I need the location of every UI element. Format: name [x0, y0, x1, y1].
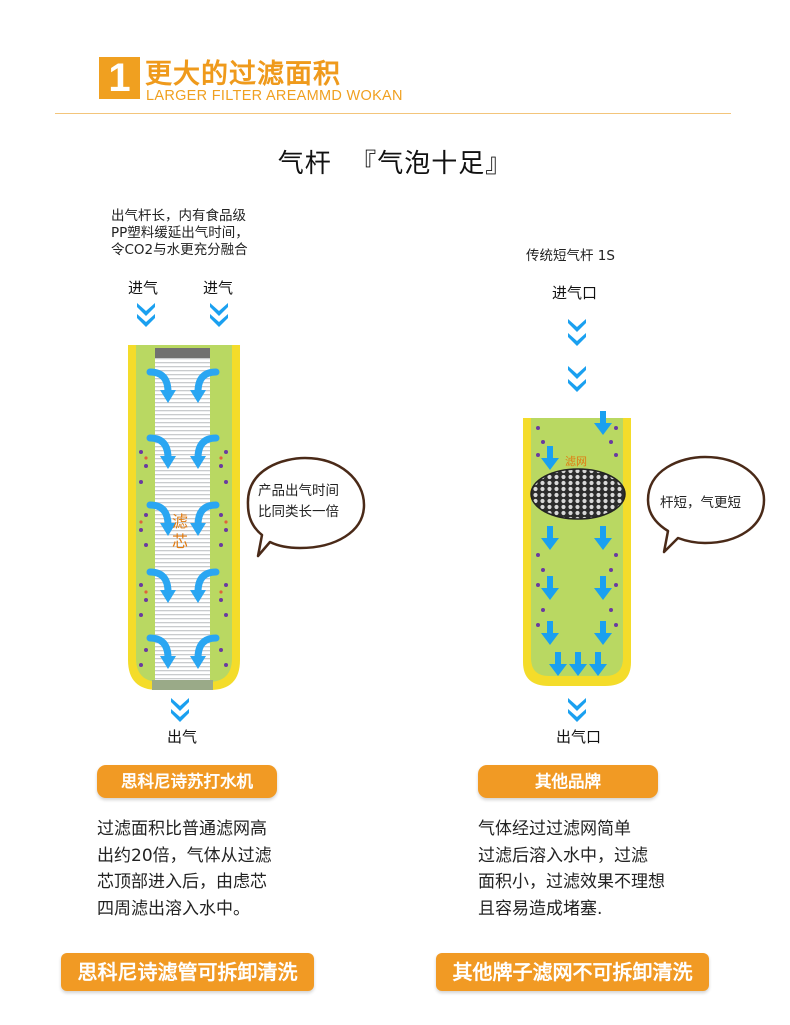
product-pill-left: 思科尼诗苏打水机	[97, 765, 277, 798]
right-bubble-text: 杆短，气更短	[660, 495, 741, 511]
short-tube	[523, 418, 631, 686]
section-title: 更大的过滤面积	[145, 59, 341, 90]
header-divider	[55, 113, 731, 114]
bottom-banner-right: 其他牌子滤网不可拆卸清洗	[436, 953, 709, 991]
right-outlet-label: 出气口	[556, 728, 602, 746]
right-paragraph-line: 且容易造成堵塞.	[478, 898, 603, 919]
left-bubble-line: 产品出气时间	[258, 483, 339, 499]
left-description: 出气杆长，内有食品级 PP塑料缓延出气时间， 令CO2与水更充分融合	[111, 208, 286, 259]
section-title-english: LARGER FILTER AREAMMD WOKAN	[146, 88, 403, 104]
left-inlet-label-2: 进气	[203, 279, 234, 297]
filter-core-char: 芯	[172, 532, 189, 551]
filter-mesh-label: 滤网	[565, 455, 587, 468]
left-bubble-text: 产品出气时间 比同类长一倍	[258, 481, 339, 523]
outlet-arrows-left	[171, 698, 189, 722]
section-number-badge: 1	[99, 57, 140, 99]
outlet-arrows-right	[568, 698, 586, 722]
right-paragraph-line: 气体经过过滤网简单	[478, 819, 631, 839]
right-paragraph-line: 面积小，过滤效果不理想	[478, 872, 665, 892]
right-description: 传统短气杆 1S	[526, 248, 615, 264]
left-bubble-line: 比同类长一倍	[258, 504, 339, 520]
left-speech-bubble	[246, 456, 366, 558]
left-description-line: 出气杆长，内有食品级	[111, 208, 246, 224]
left-outlet-label: 出气	[167, 728, 198, 746]
left-description-line: 令CO2与水更充分融合	[111, 242, 248, 258]
left-inlet-label-1: 进气	[128, 279, 159, 297]
filter-core-char: 滤	[172, 512, 189, 531]
flow-arrows-left	[146, 368, 220, 662]
inlet-arrows-right	[568, 319, 586, 392]
inlet-arrows-left	[137, 303, 228, 327]
right-inlet-label: 进气口	[552, 284, 598, 302]
right-speech-bubble	[646, 455, 766, 554]
product-pill-right: 其他品牌	[478, 765, 658, 798]
filter-core-label: 滤 芯	[172, 512, 188, 552]
left-paragraph-line: 四周滤出溶入水中。	[97, 898, 250, 919]
right-paragraph-line: 过滤后溶入水中，过滤	[478, 845, 648, 866]
bottom-banner-left: 思科尼诗滤管可拆卸清洗	[61, 953, 314, 991]
page-subtitle: 气杆 『气泡十足』	[277, 149, 513, 179]
long-tube	[128, 345, 240, 690]
left-paragraph-line: 过滤面积比普通滤网高	[97, 819, 267, 839]
left-paragraph: 过滤面积比普通滤网高 出约20倍，气体从过滤 芯顶部进入后，由虑芯 四周滤出溶入…	[97, 816, 272, 922]
right-paragraph: 气体经过过滤网简单 过滤后溶入水中，过滤 面积小，过滤效果不理想 且容易造成堵塞…	[478, 816, 665, 922]
bubble-dots-left	[139, 450, 228, 667]
left-paragraph-line: 芯顶部进入后，由虑芯	[97, 872, 267, 892]
left-description-line: PP塑料缓延出气时间，	[111, 225, 249, 241]
filter-mesh	[530, 468, 626, 520]
left-paragraph-line: 出约20倍，气体从过滤	[97, 845, 272, 866]
